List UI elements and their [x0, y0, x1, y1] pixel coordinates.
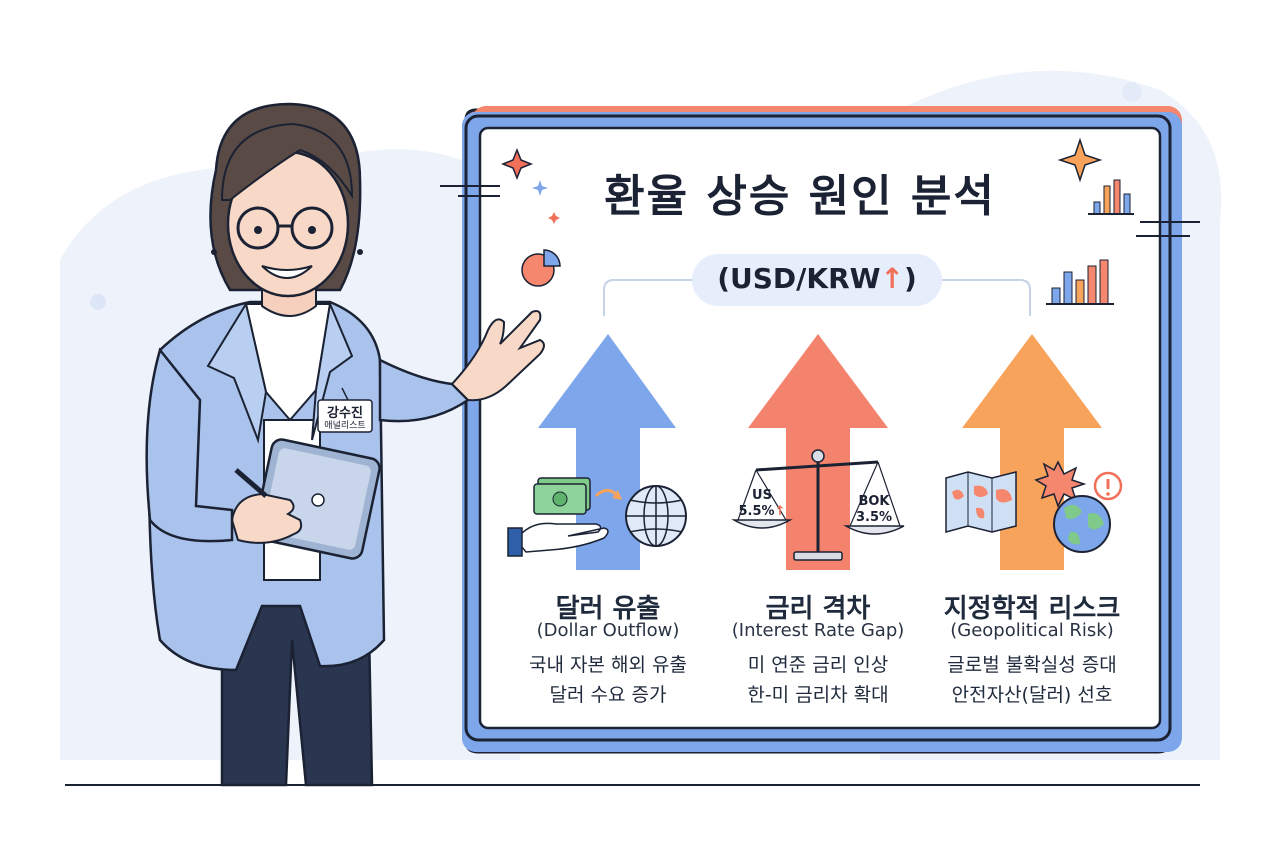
up-arrow-icon: ↑: [880, 262, 904, 295]
subtitle-pill: [692, 254, 942, 306]
burst-icon: [1034, 460, 1087, 508]
bar-chart-icon: [1046, 179, 1134, 305]
presenter: [145, 102, 545, 787]
sparkle-icon: [500, 137, 1103, 224]
cause-arrow-dollar: [538, 334, 676, 570]
cause-title-dollar: 달러 유출: [555, 594, 661, 624]
board-title: 환율 상승 원인 분석: [604, 171, 996, 222]
world-globe-icon: [1053, 495, 1111, 553]
cause-title-interest: 금리 격차: [765, 594, 871, 624]
subtitle-text: (USD/KRW: [717, 262, 881, 295]
connector-bracket: [603, 279, 1031, 316]
warning-icon: [1093, 471, 1123, 501]
up-arrow-icon: ↑: [774, 504, 786, 519]
money-icon: [507, 477, 622, 557]
globe-icon: [625, 485, 687, 547]
cause-subtitle-interest: (Interest Rate Gap): [731, 620, 905, 641]
name-badge-name: 강수진: [327, 406, 363, 421]
cause-subtitle-dollar: (Dollar Outflow): [536, 620, 680, 641]
name-badge-role: 애널리스트: [324, 421, 366, 431]
cause-title-geopolitical: 지정학적 리스크: [943, 594, 1121, 624]
map-icon: [945, 471, 1017, 533]
cause-arrow-geopolitical: [962, 334, 1102, 570]
scale-icon: [731, 449, 905, 561]
subtitle-close: ): [903, 262, 917, 295]
cause-subtitle-geopolitical: (Geopolitical Risk): [950, 620, 1114, 641]
pie-chart-icon: [521, 249, 561, 287]
subtitle: (USD/KRW↑): [692, 262, 942, 295]
presentation-board: [440, 106, 1200, 754]
